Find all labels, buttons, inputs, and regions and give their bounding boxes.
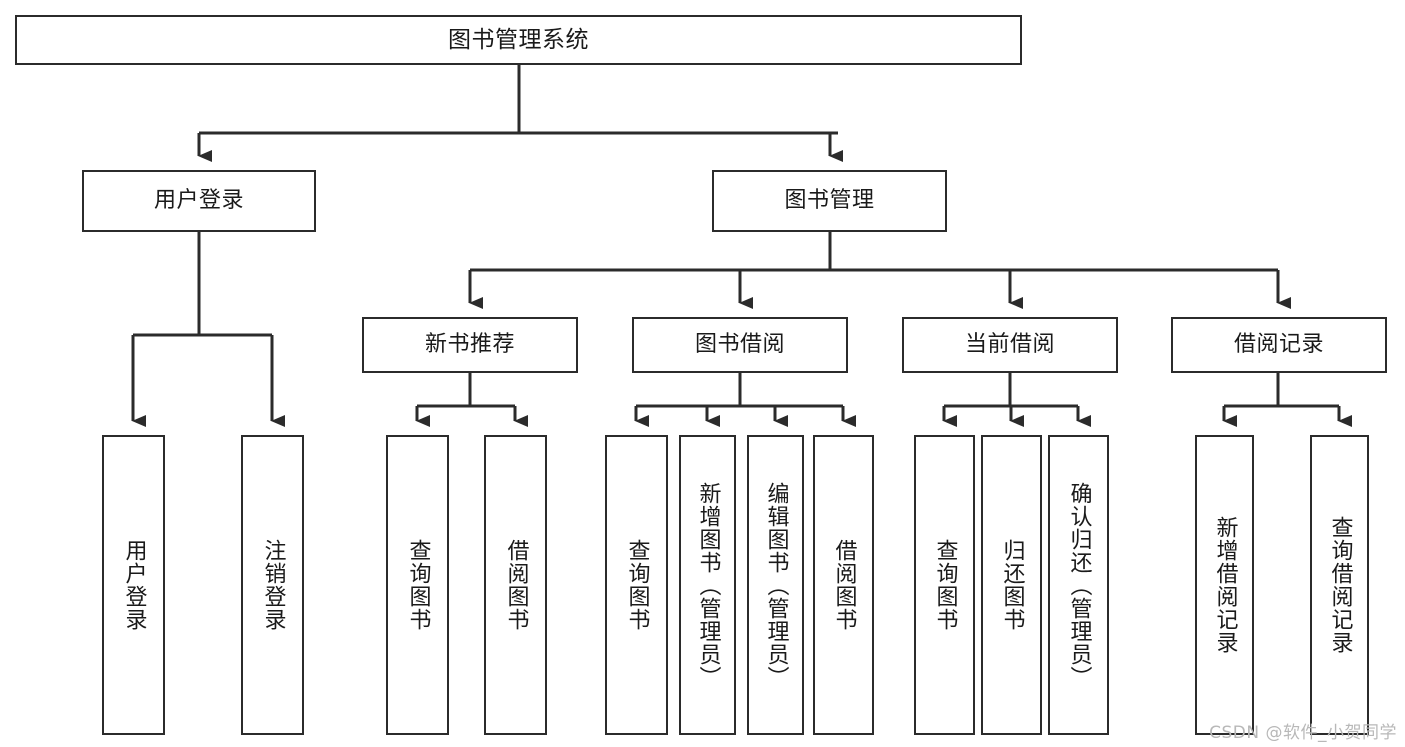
leaf-borrow-book-rec[interactable]: 借阅图书 <box>484 435 547 735</box>
leaf-query-book-borrow-label: 查询图书 <box>624 539 650 631</box>
node-root[interactable]: 图书管理系统 <box>15 15 1022 65</box>
leaf-logout-label: 注销登录 <box>260 539 286 631</box>
leaf-borrow-book-rec-label: 借阅图书 <box>503 539 529 631</box>
leaf-user-login-label: 用户登录 <box>121 539 147 631</box>
leaf-query-book-borrow[interactable]: 查询图书 <box>605 435 668 735</box>
node-new-book-recommend[interactable]: 新书推荐 <box>362 317 578 373</box>
leaf-query-borrow-record[interactable]: 查询借阅记录 <box>1310 435 1369 735</box>
leaf-return-book[interactable]: 归还图书 <box>981 435 1042 735</box>
leaf-return-book-label: 归还图书 <box>999 539 1025 631</box>
node-book-management-label: 图书管理 <box>784 188 875 213</box>
leaf-query-borrow-record-label: 查询借阅记录 <box>1327 516 1353 654</box>
node-borrow-record-label: 借阅记录 <box>1233 332 1324 357</box>
node-borrow-record[interactable]: 借阅记录 <box>1171 317 1387 373</box>
node-user-login[interactable]: 用户登录 <box>82 170 316 232</box>
node-new-book-recommend-label: 新书推荐 <box>424 332 515 357</box>
leaf-query-book-current[interactable]: 查询图书 <box>914 435 975 735</box>
leaf-borrow-book-label: 借阅图书 <box>831 539 857 631</box>
leaf-logout[interactable]: 注销登录 <box>241 435 304 735</box>
node-book-management[interactable]: 图书管理 <box>712 170 947 232</box>
node-book-borrow-label: 图书借阅 <box>694 332 785 357</box>
leaf-confirm-return-admin-label: 确认归还（管理员） <box>1066 481 1092 689</box>
leaf-add-book-admin-label: 新增图书（管理员） <box>695 481 721 689</box>
node-user-login-label: 用户登录 <box>153 188 244 213</box>
leaf-borrow-book[interactable]: 借阅图书 <box>813 435 874 735</box>
leaf-confirm-return-admin[interactable]: 确认归还（管理员） <box>1048 435 1109 735</box>
leaf-query-book-rec-label: 查询图书 <box>405 539 431 631</box>
leaf-edit-book-admin-label: 编辑图书（管理员） <box>763 481 789 689</box>
node-current-borrow-label: 当前借阅 <box>964 332 1055 357</box>
leaf-edit-book-admin[interactable]: 编辑图书（管理员） <box>747 435 804 735</box>
node-root-label: 图书管理系统 <box>448 26 589 53</box>
node-book-borrow[interactable]: 图书借阅 <box>632 317 848 373</box>
watermark-text: CSDN @软件_小贺同学 <box>1209 723 1397 743</box>
leaf-add-book-admin[interactable]: 新增图书（管理员） <box>679 435 736 735</box>
node-current-borrow[interactable]: 当前借阅 <box>902 317 1118 373</box>
leaf-query-book-rec[interactable]: 查询图书 <box>386 435 449 735</box>
leaf-add-borrow-record[interactable]: 新增借阅记录 <box>1195 435 1254 735</box>
leaf-query-book-current-label: 查询图书 <box>932 539 958 631</box>
leaf-user-login[interactable]: 用户登录 <box>102 435 165 735</box>
leaf-add-borrow-record-label: 新增借阅记录 <box>1212 516 1238 654</box>
